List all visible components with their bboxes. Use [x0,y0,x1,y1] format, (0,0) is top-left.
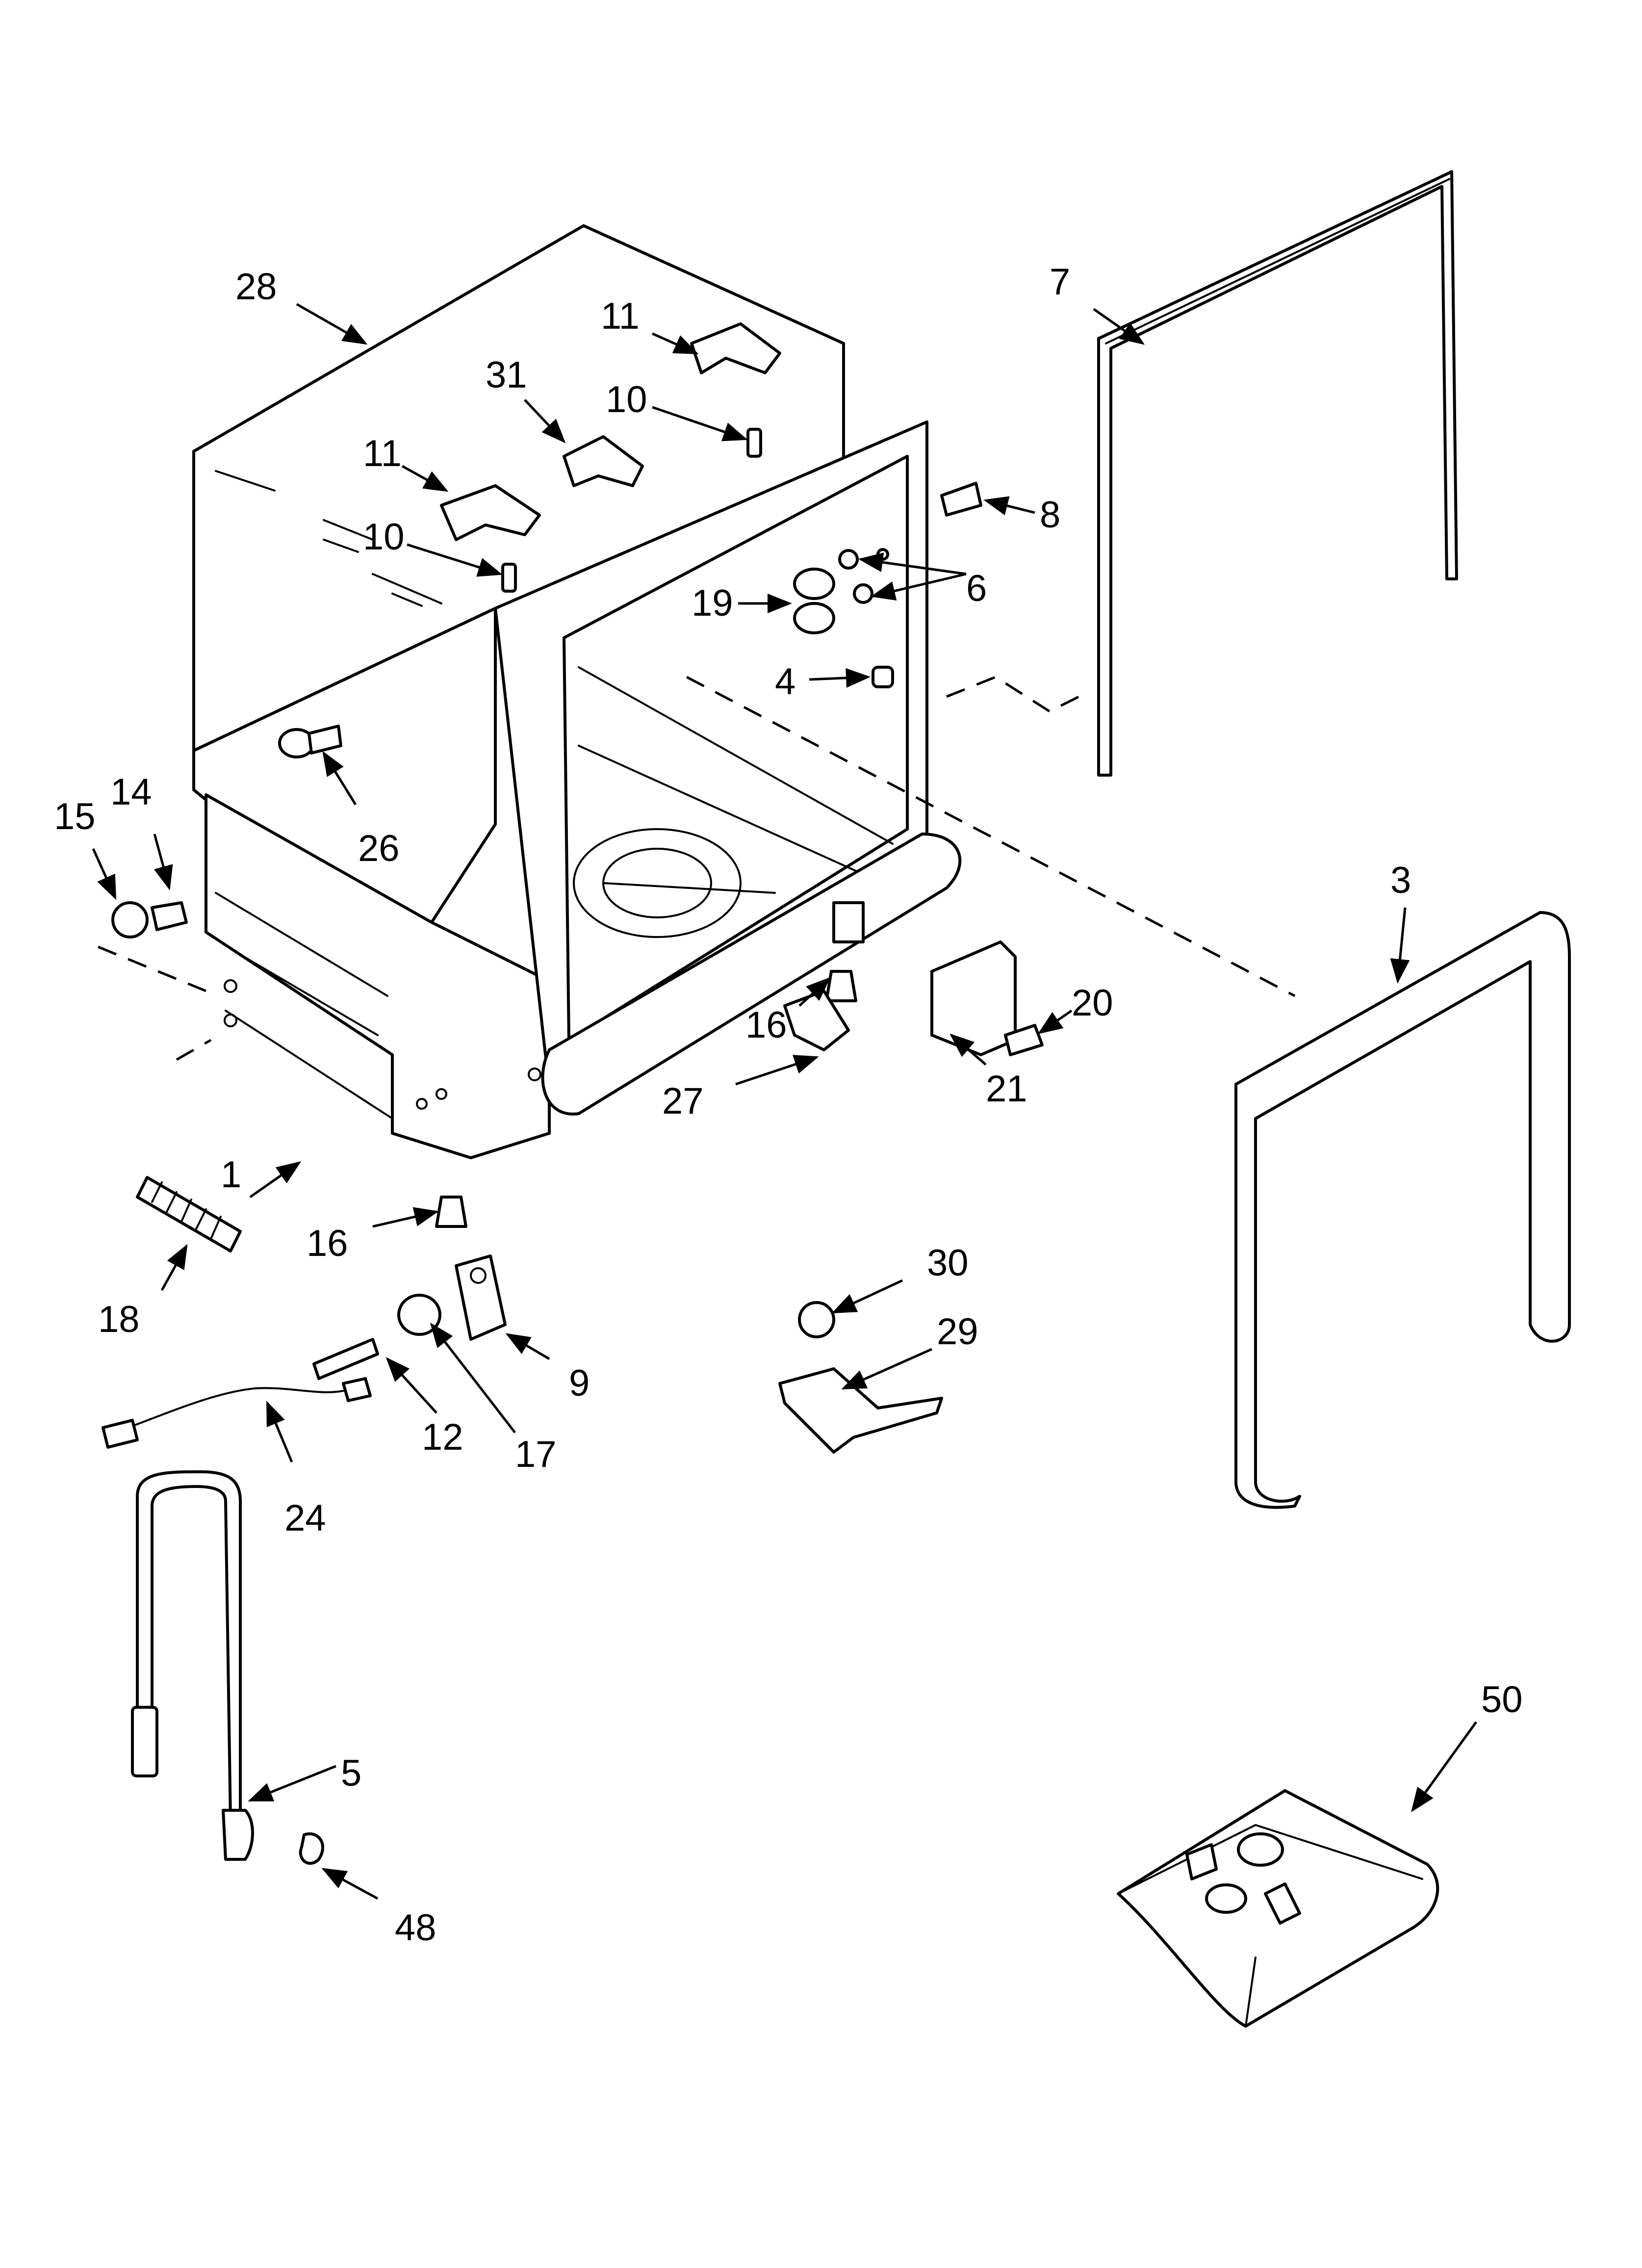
callout-4: 4 [775,661,795,703]
callout-10-lower: 10 [363,516,405,558]
callout-21: 21 [986,1068,1027,1110]
tub-hardware [111,322,1044,1228]
hinge-bracket-upper [690,322,781,374]
callout-50: 50 [1481,1679,1523,1721]
callout-18: 18 [98,1299,140,1340]
roller-19-lower [793,602,835,634]
hardware-bag-50 [1117,1789,1439,2028]
roller-19-upper [793,568,835,600]
callout-29: 29 [937,1311,978,1353]
screw-10-lower [501,563,517,593]
switch-30 [798,1301,835,1338]
alignment-lines [98,676,1296,1061]
callout-20: 20 [1072,982,1113,1024]
washer-6-c [876,548,889,561]
foot-16-tub [825,970,857,1002]
callout-14: 14 [110,771,152,813]
screw-8 [940,482,982,517]
callout-28: 28 [235,266,277,308]
hose-5 [136,1470,242,1822]
washer-6-a [838,549,859,570]
callout-3: 3 [1390,860,1411,901]
wire-24 [112,1387,354,1434]
callout-27: 27 [662,1080,704,1122]
leader-lines [92,303,1478,1900]
hinge-bracket-lower [440,484,541,541]
bracket-21 [930,940,1017,1056]
callout-31: 31 [486,354,527,396]
callout-11-lower: 11 [363,433,402,474]
callout-10-upper: 10 [606,379,647,420]
screw-10-upper [746,428,762,458]
screw-20 [1004,1024,1044,1056]
callout-16-tub: 16 [745,1004,787,1046]
door-gasket-7 [1097,170,1458,777]
clip-31 [563,435,644,487]
nut-15 [111,901,149,938]
callout-labels: 28 11 31 10 11 10 7 8 6 19 4 26 15 14 3 … [54,261,1523,1949]
callout-15: 15 [54,796,96,837]
callout-12: 12 [422,1416,463,1458]
callout-26: 26 [358,828,400,869]
washer-6-b [853,583,873,604]
foot-16-lower [435,1196,467,1228]
callout-17: 17 [515,1434,557,1475]
cap-4 [872,666,894,688]
callout-5: 5 [341,1752,361,1794]
callout-48: 48 [395,1907,436,1949]
bolt-12 [312,1338,379,1380]
callout-16-lower: 16 [307,1223,348,1264]
callout-6: 6 [966,568,987,609]
callout-24: 24 [284,1497,326,1539]
tub-assembly [192,224,962,1159]
tub-gasket-3 [1234,911,1571,1509]
callout-11-upper: 11 [601,295,640,337]
bracket-9 [455,1254,507,1341]
callout-9: 9 [569,1362,590,1404]
wheel-17 [397,1294,441,1336]
tub-base-frame [205,793,551,1159]
callout-8: 8 [1040,494,1060,536]
loose-parts [102,1176,943,1865]
clip-48 [299,1832,325,1865]
callout-7: 7 [1050,261,1070,303]
tub-door-opening [563,455,909,1042]
screw-14 [151,901,188,931]
callout-1: 1 [221,1154,241,1196]
callout-30: 30 [927,1242,969,1284]
callout-19: 19 [692,582,733,624]
